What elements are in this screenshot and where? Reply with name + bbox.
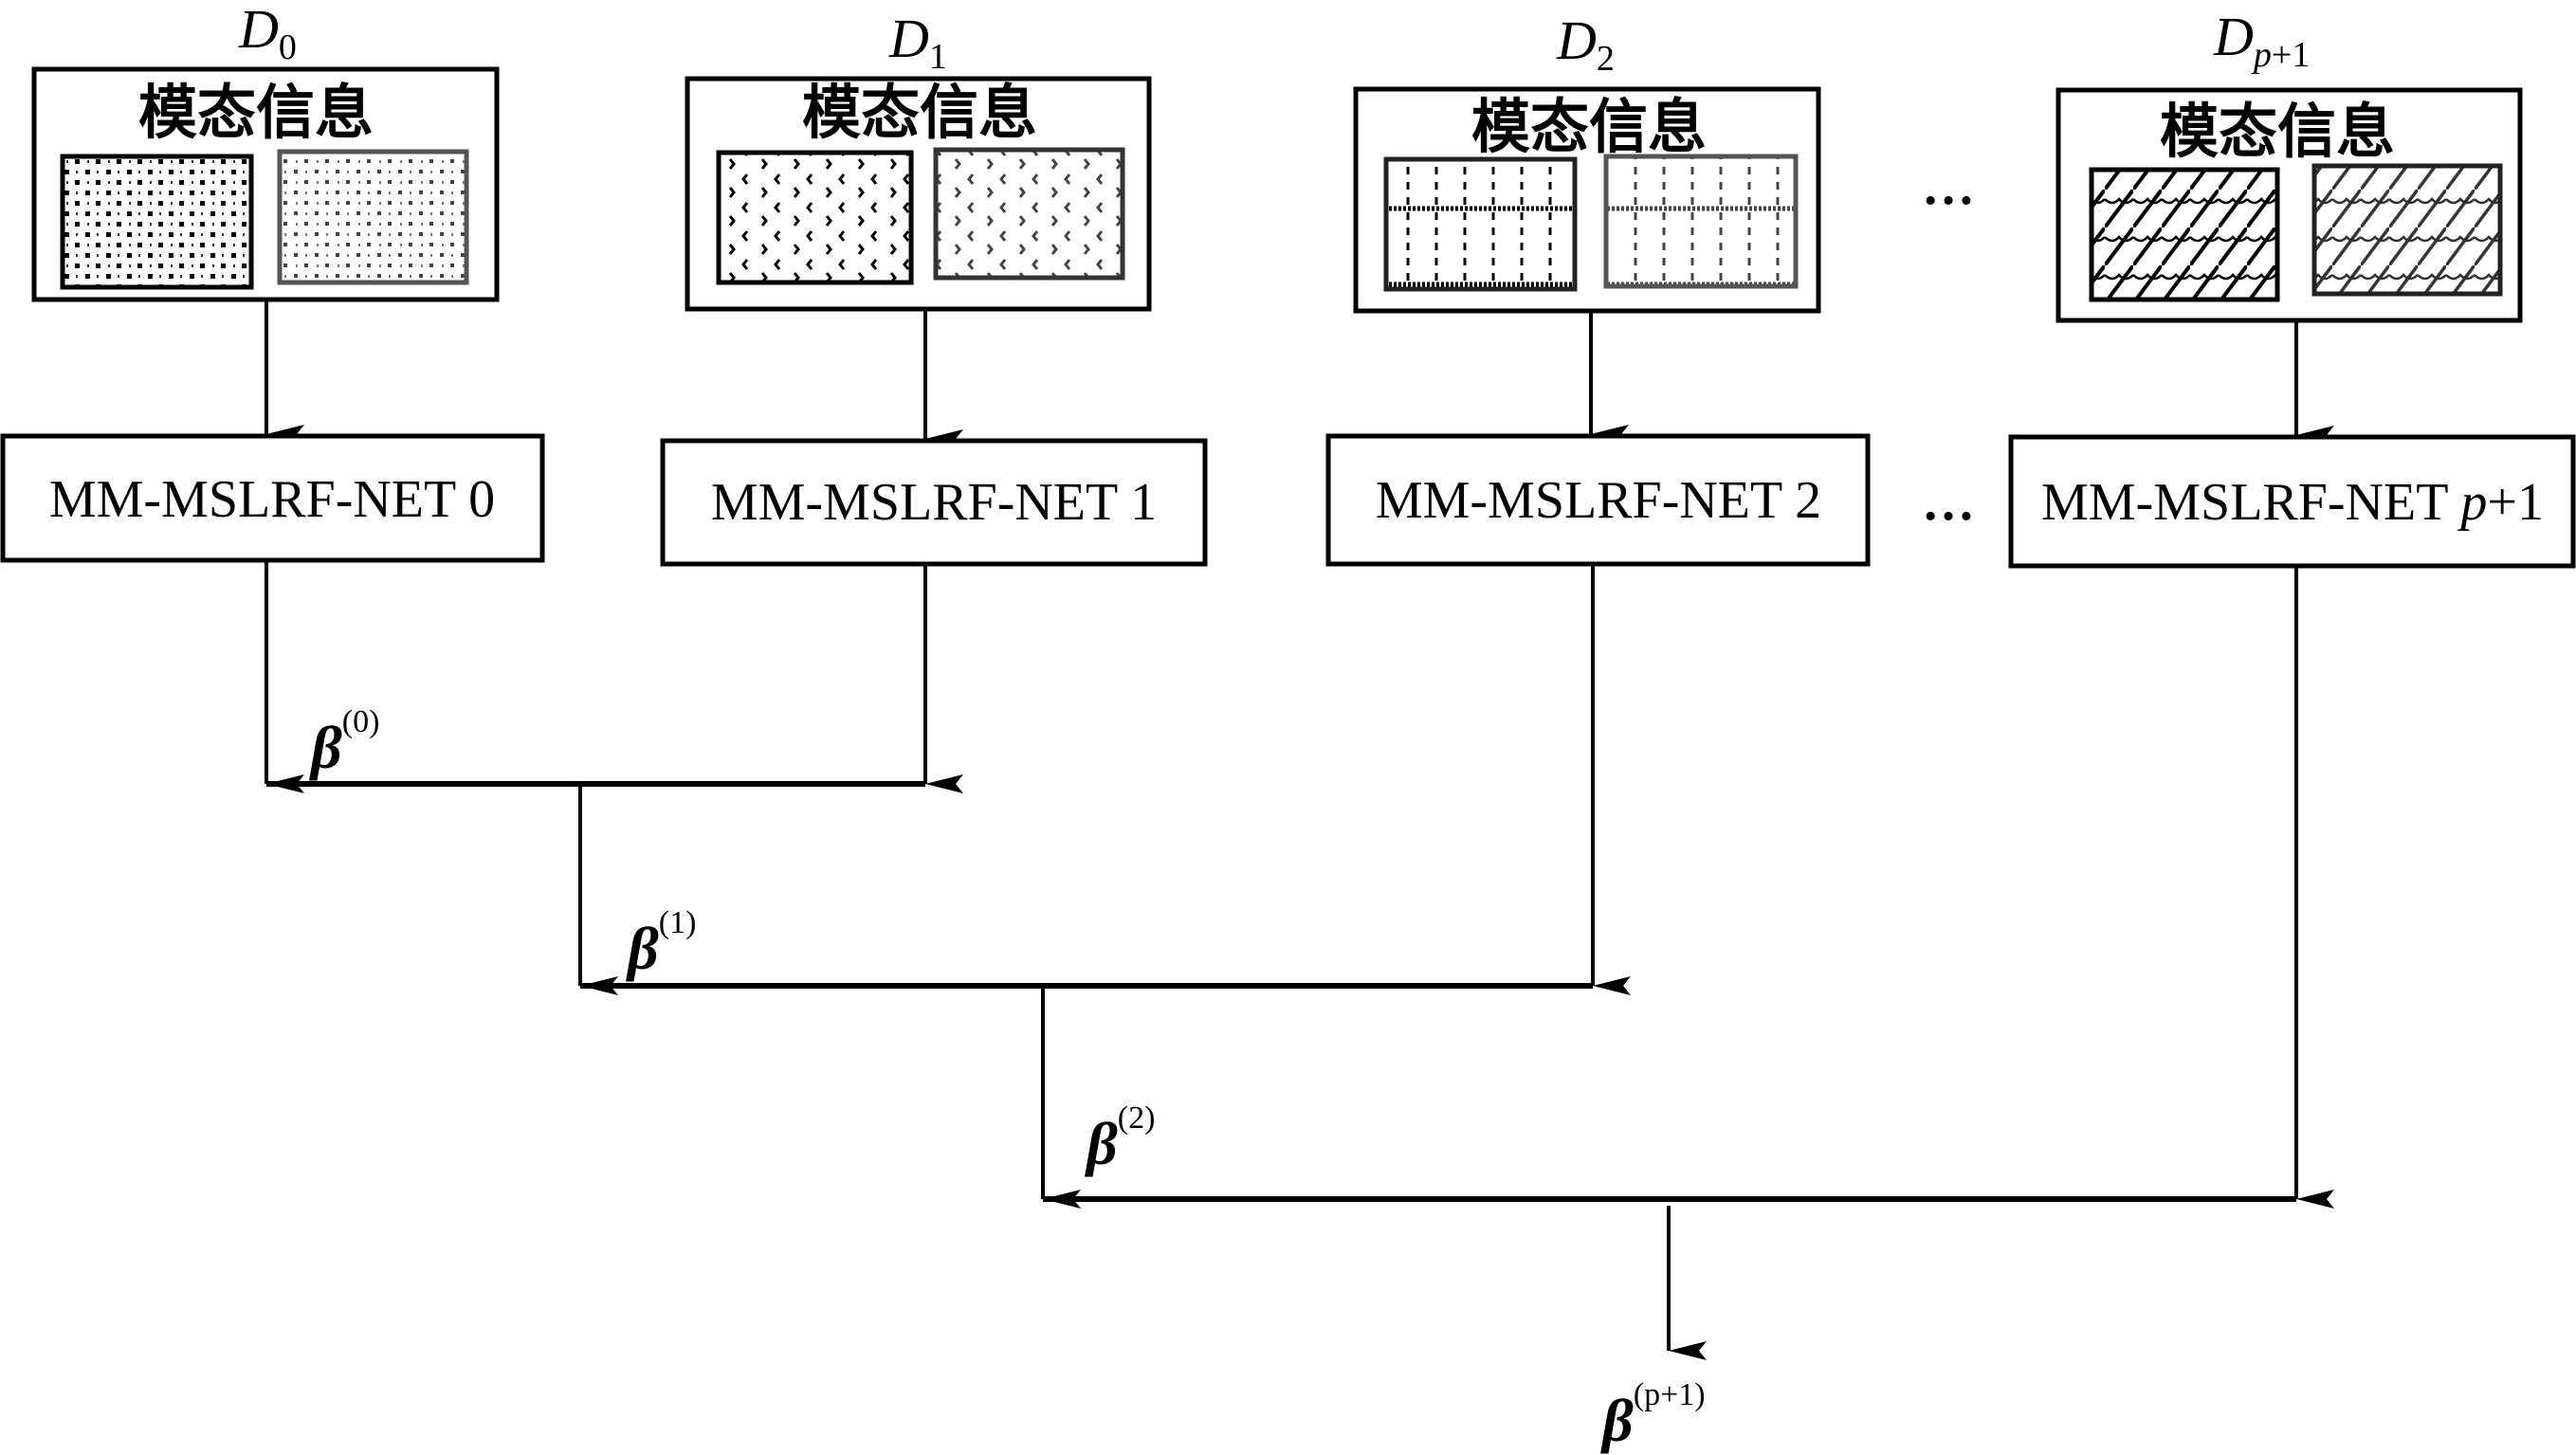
beta-label-1: β(1) [626,905,696,982]
domain-label-0: D0 [238,0,297,67]
modal-info-title-0: 模态信息 [138,81,374,146]
modality-pattern-grid-primary [1383,156,1578,292]
net-box-1[interactable]: MM-MSLRF-NET 1 [660,438,1208,567]
modality-pattern-scales-secondary [2311,163,2503,297]
modality-pattern-arrows-primary [716,150,914,285]
beta-label-0: β(0) [309,704,379,781]
ellipsis-top: … [1922,157,1975,216]
modal-info-title-2: 模态信息 [1471,95,1707,160]
domain-label-p-plus-1: Dp+1 [2213,6,2310,75]
modal-info-title-p-plus-1: 模态信息 [2160,100,2395,165]
domain-2: D2 模态信息 [1353,9,1821,314]
modality-pattern-arrows-secondary [933,147,1125,281]
modal-info-title-1: 模态信息 [802,81,1037,146]
domain-1: D1 模态信息 [685,8,1152,312]
modality-pattern-scales-primary [2089,167,2280,302]
domain-0: D0 模态信息 [31,0,500,302]
net-label-0: MM-MSLRF-NET 0 [49,470,495,529]
domain-label-1: D1 [888,8,947,77]
net-box-0[interactable]: MM-MSLRF-NET 0 [0,433,545,563]
beta-label-final: β(p+1) [1600,1377,1706,1454]
modality-pattern-dots-primary [60,154,254,290]
domain-label-2: D2 [1556,9,1615,79]
net-box-p-plus-1[interactable]: MM-MSLRF-NET p+1 [2008,434,2576,569]
net-label-2: MM-MSLRF-NET 2 [1376,471,1821,530]
net-label-p-plus-1: MM-MSLRF-NET p+1 [2041,473,2544,532]
modality-pattern-grid-secondary [1603,154,1799,289]
beta-label-2: β(2) [1085,1100,1155,1177]
domain-p-plus-1: Dp+1 模态信息 [2055,6,2523,323]
net-box-2[interactable]: MM-MSLRF-NET 2 [1325,433,1871,567]
ellipsis-middle: … [1922,473,1975,532]
net-label-1: MM-MSLRF-NET 1 [711,473,1157,532]
modality-pattern-dots-secondary [277,149,469,285]
